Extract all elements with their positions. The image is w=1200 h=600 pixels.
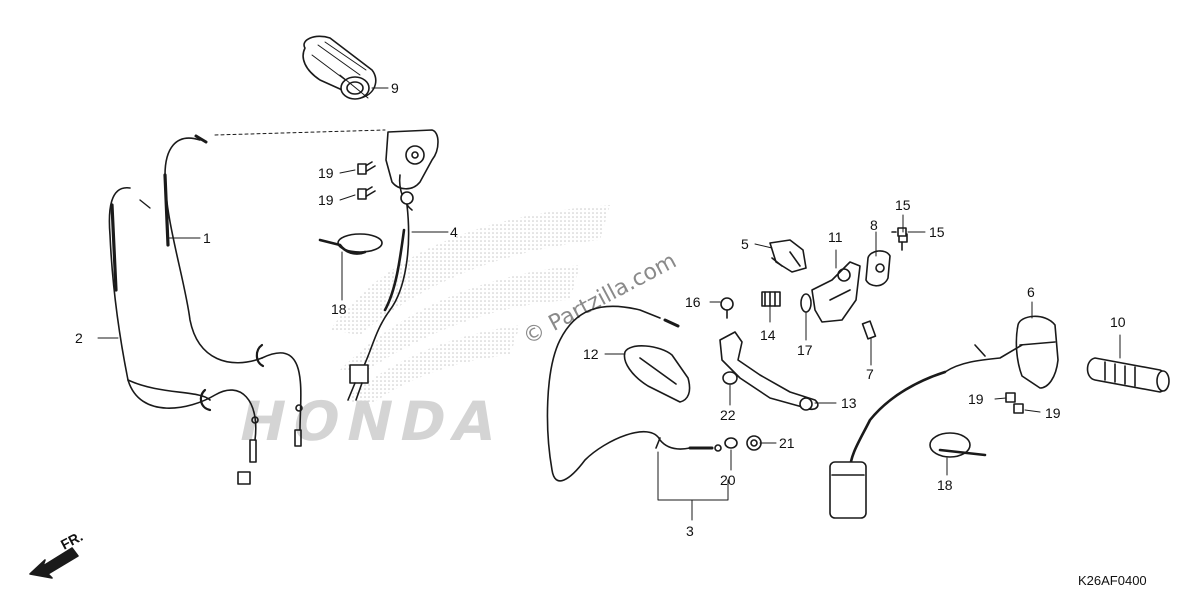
- callout-19-c: 19: [968, 391, 984, 407]
- callout-18-b: 18: [937, 477, 953, 493]
- callout-18-a: 18: [331, 301, 347, 317]
- callout-1: 1: [203, 230, 211, 246]
- band-18-right: [929, 432, 987, 458]
- throttle-grip: [302, 35, 377, 100]
- cable-clamp-left: [199, 343, 265, 412]
- callout-14: 14: [760, 327, 776, 343]
- washer: [800, 293, 812, 313]
- bolt-15b: [891, 227, 907, 237]
- holder: [865, 250, 891, 287]
- throttle-housing: [214, 129, 439, 211]
- callout-13: 13: [841, 395, 857, 411]
- front-label: FR.: [58, 528, 85, 553]
- callout-11: 11: [828, 229, 843, 245]
- bolt-19b: [357, 186, 376, 200]
- left-grip: [1086, 357, 1170, 393]
- callout-16: 16: [685, 294, 701, 310]
- callout-20: 20: [720, 472, 736, 488]
- handle-switch-wire: [347, 204, 410, 401]
- left-handle-switch: [829, 315, 1059, 519]
- lever-boot: [623, 345, 691, 403]
- front-direction-arrow: [29, 547, 79, 579]
- throttle-cable: [163, 134, 303, 447]
- throttle-return-cable: [108, 187, 259, 485]
- bolt-19d: [1013, 403, 1024, 414]
- callout-15-a: 15: [895, 197, 911, 213]
- pivot-bolt: [761, 291, 781, 307]
- front-brake-cable: [546, 305, 722, 482]
- callout-19-b: 19: [318, 192, 334, 208]
- lever-cover: [769, 239, 807, 273]
- callout-7: 7: [866, 366, 874, 382]
- callout-15-b: 15: [929, 224, 945, 240]
- callout-21: 21: [779, 435, 795, 451]
- honda-wing-watermark: [330, 205, 610, 405]
- leader-lines: [97, 87, 1121, 521]
- switch-screw: [861, 320, 877, 340]
- callout-12: 12: [583, 346, 599, 362]
- callout-22: 22: [720, 407, 736, 423]
- brake-lever: [719, 331, 819, 411]
- bolt-19a: [357, 161, 376, 175]
- honda-logo-text: HONDA: [234, 390, 510, 453]
- callout-8: 8: [870, 217, 878, 233]
- lever-bushing: [722, 371, 738, 385]
- callout-19-a: 19: [318, 165, 334, 181]
- master-cylinder: [811, 261, 861, 323]
- diagram-code: K26AF0400: [1078, 573, 1147, 588]
- callout-6: 6: [1027, 284, 1035, 300]
- callout-9: 9: [391, 80, 399, 96]
- bolt-19c: [1005, 392, 1016, 403]
- callout-4: 4: [450, 224, 458, 240]
- callout-10: 10: [1110, 314, 1126, 330]
- callout-19-d: 19: [1045, 405, 1061, 421]
- callout-17: 17: [797, 342, 813, 358]
- nut-20: [724, 437, 738, 449]
- callout-3: 3: [686, 523, 694, 539]
- pivot-nut: [720, 297, 734, 319]
- nut-21: [746, 435, 762, 451]
- band-18-left: [318, 233, 383, 255]
- callout-5: 5: [741, 236, 749, 252]
- callout-2: 2: [75, 330, 83, 346]
